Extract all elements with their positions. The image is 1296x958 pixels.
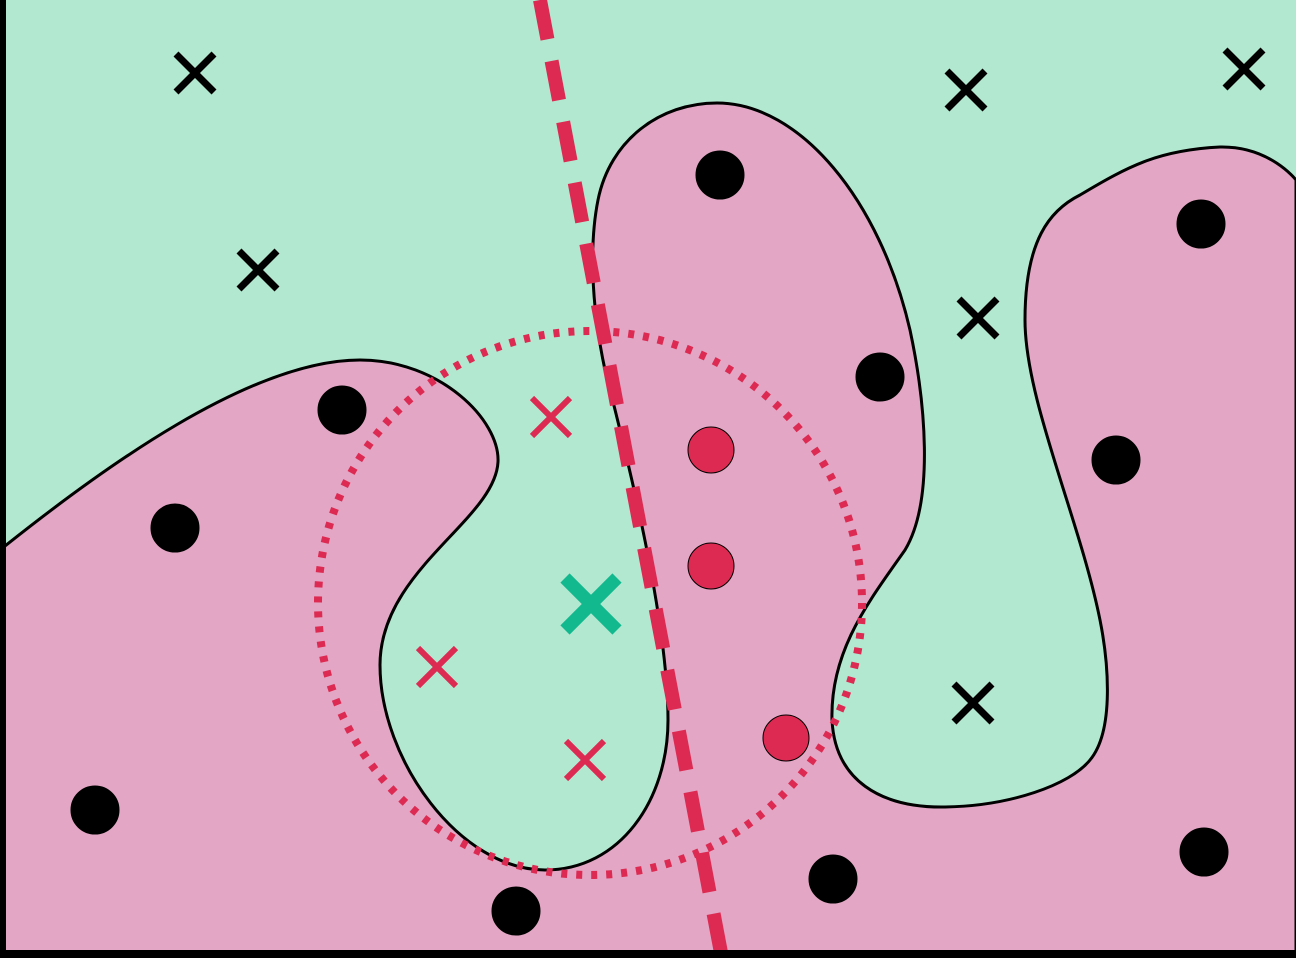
black-cross-point: [173, 51, 217, 95]
highlighted-circle-points: [687, 426, 810, 762]
query-point: [560, 573, 622, 635]
highlighted-cross-point: [529, 395, 573, 439]
black-circle-point: [317, 385, 367, 435]
black-circle-point: [695, 150, 745, 200]
black-circle-point: [808, 854, 858, 904]
black-circle-point: [1176, 199, 1226, 249]
black-circle-point: [1179, 827, 1229, 877]
black-cross-points: [173, 47, 1266, 725]
black-circle-points: [70, 150, 1229, 936]
black-circle-point: [150, 503, 200, 553]
highlighted-cross-points: [415, 395, 607, 782]
highlighted-cross-point: [563, 738, 607, 782]
class-region-left: [6, 101, 1296, 950]
black-cross-point: [236, 248, 280, 292]
highlighted-circle-point: [687, 542, 735, 590]
black-circle-point: [855, 352, 905, 402]
black-cross-point: [951, 681, 995, 725]
black-circle-point: [1091, 435, 1141, 485]
black-cross-point: [956, 296, 1000, 340]
black-circle-point: [491, 886, 541, 936]
black-circle-point: [70, 785, 120, 835]
query-point-cross: [560, 573, 622, 635]
neighborhood-dotted-circle: [314, 327, 866, 879]
black-cross-point: [1222, 47, 1266, 91]
local-linear-boundary-dashed-line: [533, 0, 728, 950]
highlighted-circle-point: [687, 426, 735, 474]
black-cross-point: [944, 68, 988, 112]
highlighted-circle-point: [762, 714, 810, 762]
highlighted-cross-point: [415, 645, 459, 689]
class-regions: [6, 101, 1296, 950]
